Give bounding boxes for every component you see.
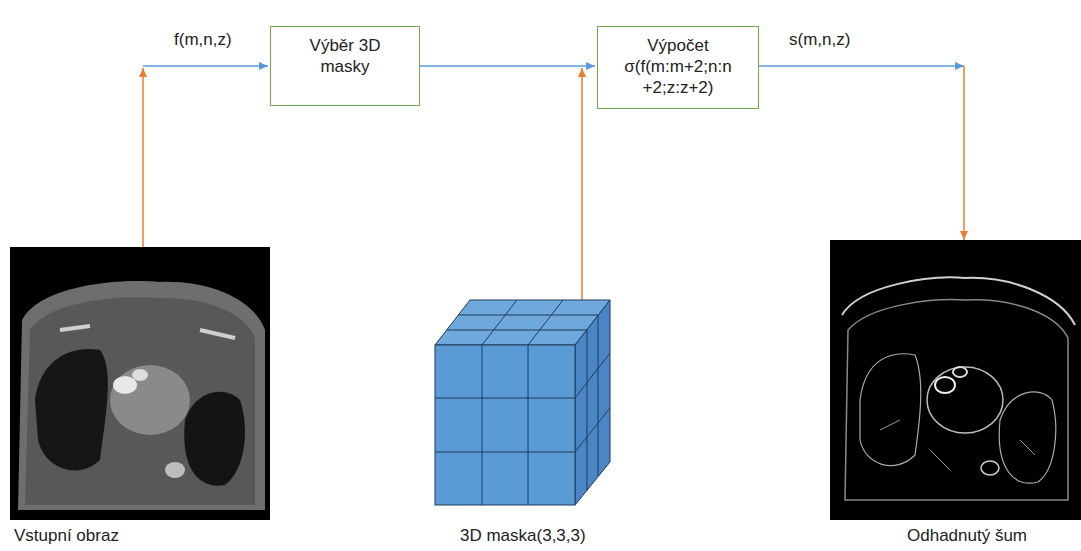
image-caption: Vstupní obraz <box>12 526 121 546</box>
input-arrow <box>142 68 144 247</box>
box-text: Výběr 3D masky <box>299 35 391 77</box>
mask-arrow <box>581 68 583 300</box>
output-arrow <box>963 66 965 240</box>
process-box: Výběr 3D masky <box>270 26 420 106</box>
signal-line <box>143 65 268 67</box>
noise-output-image <box>830 240 1081 520</box>
box-text: Výpočet σ(f(m:m+2;n:n +2;z:z+2) <box>606 35 750 98</box>
image-caption: Odhadnutý šum <box>905 526 1029 546</box>
process-box: Výpočet σ(f(m:m+2;n:n +2;z:z+2) <box>597 26 759 109</box>
signal-line <box>757 65 964 67</box>
mask-cube <box>435 300 610 505</box>
image-caption: 3D maska(3,3,3) <box>458 526 588 546</box>
signal-label: f(m,n,z) <box>172 30 234 50</box>
ct-input-image <box>10 247 270 520</box>
signal-label: s(m,n,z) <box>787 30 852 50</box>
signal-connector <box>420 65 595 67</box>
